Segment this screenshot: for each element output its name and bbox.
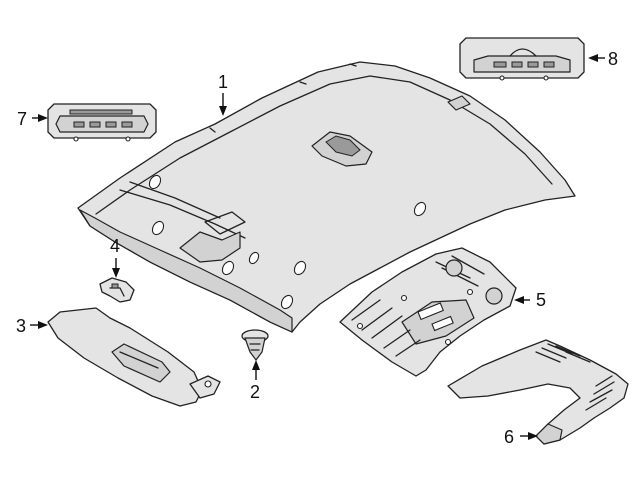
callout-4: 4 — [110, 236, 120, 256]
callout-8: 8 — [608, 49, 618, 69]
clip-part-4 — [99, 277, 135, 303]
retainer-part-2 — [241, 329, 269, 361]
console-bracket-part-5 — [339, 247, 517, 377]
headliner-part — [77, 61, 576, 333]
callout-leaders — [30, 54, 605, 440]
trim-panel-part-6 — [447, 339, 629, 445]
callout-5: 5 — [536, 290, 546, 310]
overhead-console-part-7 — [47, 103, 157, 142]
callout-2: 2 — [250, 382, 260, 402]
overhead-console-part-8 — [459, 37, 585, 81]
callout-3: 3 — [16, 316, 26, 336]
callout-7: 7 — [17, 109, 27, 129]
callout-1: 1 — [218, 72, 228, 92]
callout-6: 6 — [504, 427, 514, 447]
sun-visor-part-3 — [47, 307, 221, 407]
